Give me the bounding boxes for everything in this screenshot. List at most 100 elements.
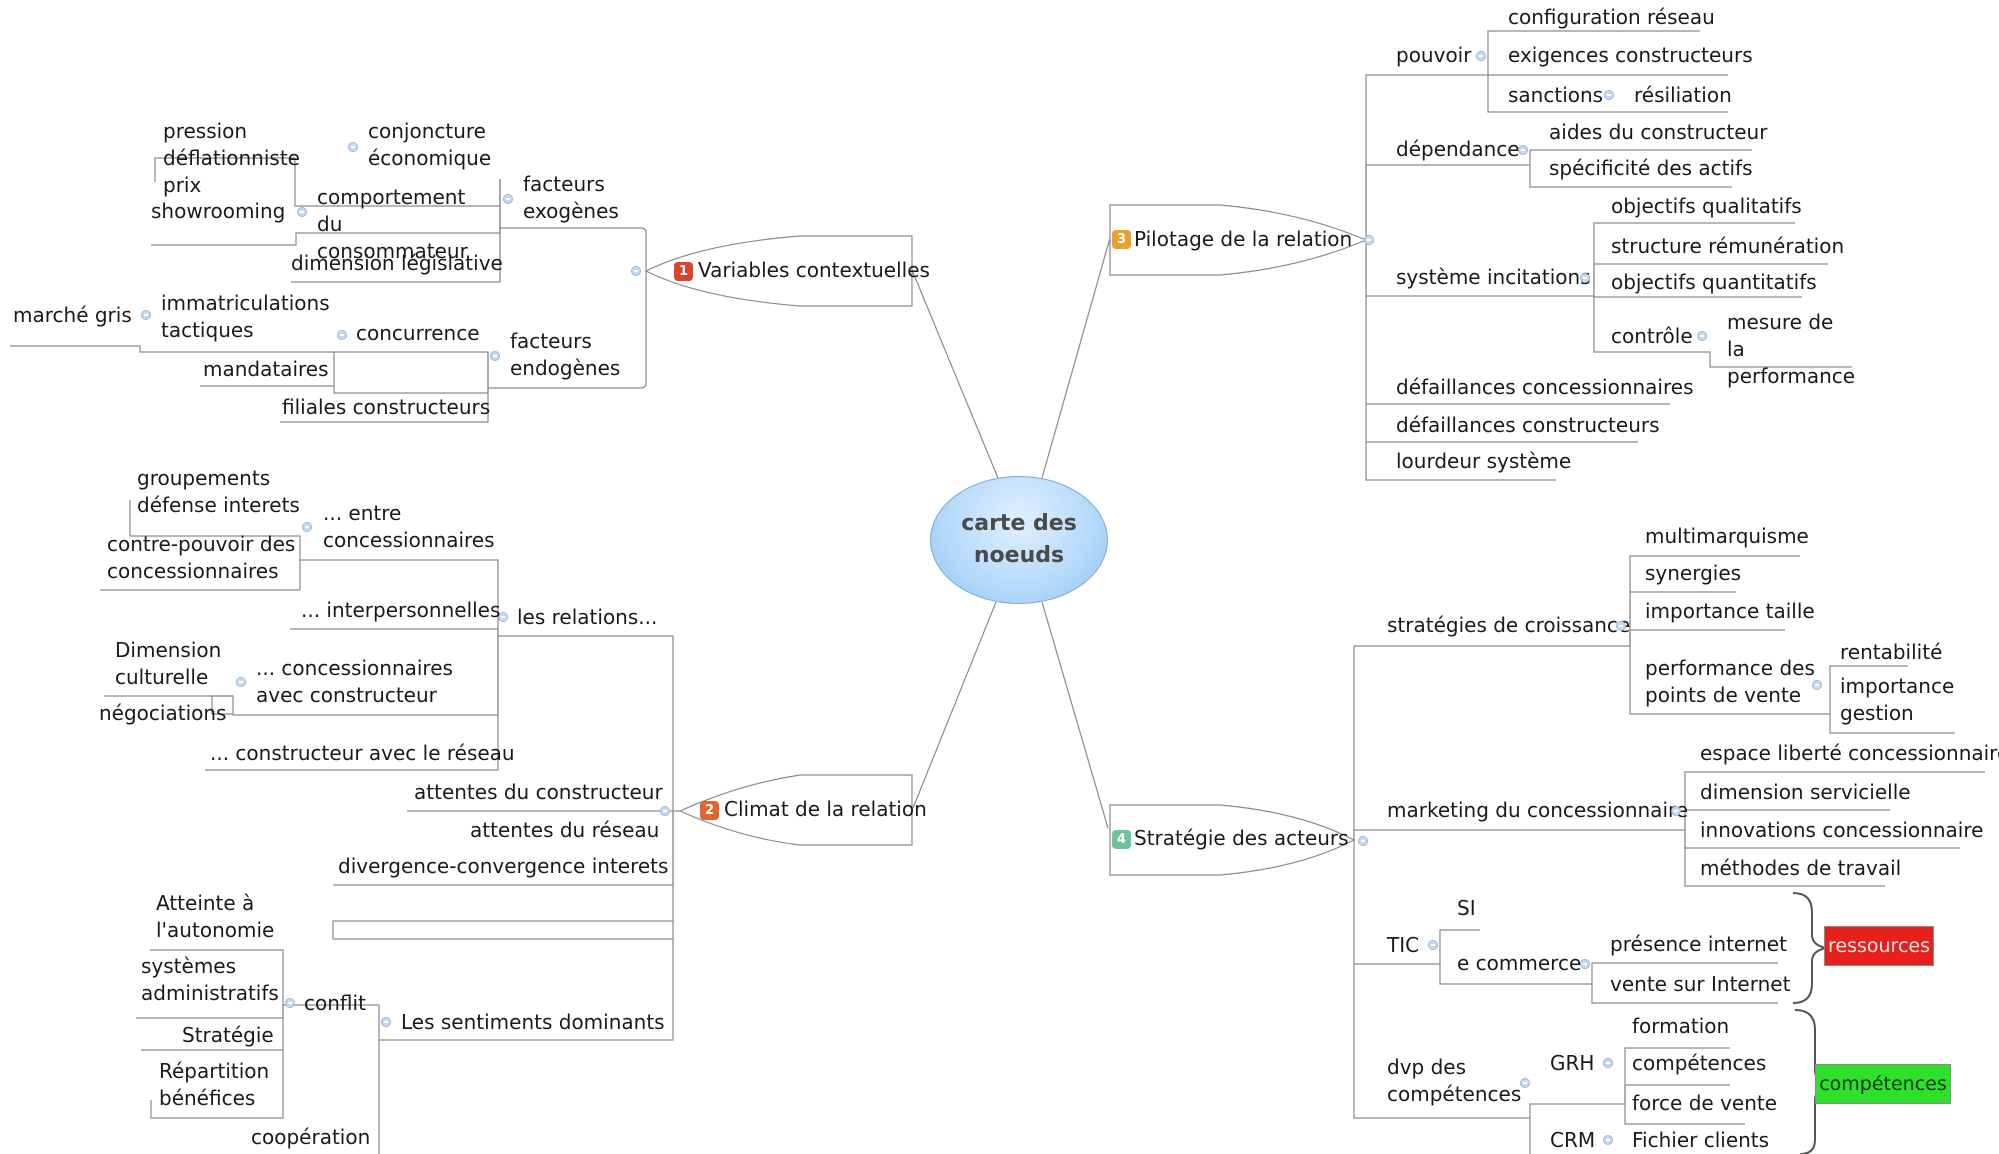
node-cooperation[interactable]: coopération [251, 1125, 371, 1149]
node-configuration-reseau[interactable]: configuration réseau [1508, 5, 1715, 29]
node-attentes-reseau[interactable]: attentes du réseau [470, 818, 660, 842]
node-controle[interactable]: contrôle [1611, 324, 1693, 348]
node-negociations[interactable]: négociations [99, 701, 227, 725]
node-comportement[interactable]: comportement du consommateur [317, 185, 468, 263]
node-si[interactable]: SI [1457, 896, 1476, 920]
node-lourdeur-systeme[interactable]: lourdeur système [1396, 449, 1572, 473]
node-defaillances-constructeurs[interactable]: défaillances constructeurs [1396, 413, 1660, 437]
collapse-toggle-icon[interactable] [1428, 940, 1438, 950]
node-aides-constructeur[interactable]: aides du constructeur [1549, 120, 1768, 144]
collapse-toggle-icon[interactable] [1671, 806, 1681, 816]
node-methodes-travail[interactable]: méthodes de travail [1700, 856, 1902, 880]
node-sentiments-dominants[interactable]: Les sentiments dominants [401, 1010, 665, 1034]
collapse-toggle-icon[interactable] [236, 677, 246, 687]
collapse-toggle-icon[interactable] [302, 522, 312, 532]
collapse-toggle-icon[interactable] [498, 612, 508, 622]
node-mesure-performance[interactable]: mesure de la performance [1727, 310, 1856, 388]
tag-competences[interactable]: compétences [1815, 1064, 1951, 1104]
node-tic[interactable]: TIC [1387, 933, 1420, 957]
node-immatriculations[interactable]: immatriculations tactiques [161, 291, 330, 342]
collapse-toggle-icon[interactable] [503, 194, 513, 204]
node-entre-concessionnaires[interactable]: ... entre concessionnaires [323, 501, 495, 552]
node-grh[interactable]: GRH [1550, 1051, 1595, 1075]
branch-climat-relation[interactable]: Climat de la relation [724, 797, 927, 821]
node-pression-prix[interactable]: pression déflationniste prix [163, 119, 300, 197]
node-marketing-concessionnaire[interactable]: marketing du concessionnaire [1387, 798, 1689, 822]
node-showrooming[interactable]: showrooming [151, 199, 286, 223]
collapse-toggle-icon[interactable] [1603, 1058, 1613, 1068]
node-defaillances-concessionnaires[interactable]: défaillances concessionnaires [1396, 375, 1694, 399]
collapse-toggle-icon[interactable] [1604, 90, 1614, 100]
collapse-toggle-icon[interactable] [348, 142, 358, 152]
node-presence-internet[interactable]: présence internet [1610, 932, 1787, 956]
node-atteinte-autonomie[interactable]: Atteinte à l'autonomie [156, 891, 275, 942]
node-innovations-concessionnaire[interactable]: innovations concessionnaire [1700, 818, 1984, 842]
node-facteurs-endogenes[interactable]: facteurs endogènes [510, 329, 621, 380]
node-vente-internet[interactable]: vente sur Internet [1610, 972, 1791, 996]
branch-variables-contextuelles[interactable]: Variables contextuelles [698, 258, 930, 282]
collapse-toggle-icon[interactable] [1616, 621, 1626, 631]
node-facteurs-exogenes[interactable]: facteurs exogènes [523, 172, 619, 223]
collapse-toggle-icon[interactable] [1580, 273, 1590, 283]
node-objectifs-quantitatifs[interactable]: objectifs quantitatifs [1611, 270, 1817, 294]
node-contre-pouvoir[interactable]: contre-pouvoir des concessionnaires [107, 532, 296, 583]
branch-pilotage-relation[interactable]: Pilotage de la relation [1134, 227, 1353, 251]
collapse-toggle-icon[interactable] [1358, 836, 1368, 846]
node-importance-taille[interactable]: importance taille [1645, 599, 1815, 623]
collapse-toggle-icon[interactable] [1697, 331, 1707, 341]
node-mandataires[interactable]: mandataires [203, 357, 329, 381]
node-resiliation[interactable]: résiliation [1634, 83, 1732, 107]
node-synergies[interactable]: synergies [1645, 561, 1742, 585]
node-dimension-legislative[interactable]: dimension législative [291, 251, 503, 275]
collapse-toggle-icon[interactable] [1364, 235, 1374, 245]
collapse-toggle-icon[interactable] [660, 806, 670, 816]
node-conc-avec-constructeur[interactable]: ... concessionnaires avec constructeur [256, 656, 453, 707]
collapse-toggle-icon[interactable] [1812, 680, 1822, 690]
branch-strategie-acteurs[interactable]: Stratégie des acteurs [1134, 826, 1349, 850]
node-conjoncture[interactable]: conjoncture économique [368, 119, 492, 170]
collapse-toggle-icon[interactable] [1520, 1078, 1530, 1088]
node-rentabilite[interactable]: rentabilité [1840, 640, 1943, 664]
node-concurrence[interactable]: concurrence [356, 321, 480, 345]
central-topic[interactable] [930, 476, 1108, 604]
collapse-toggle-icon[interactable] [141, 310, 151, 320]
tag-ressources[interactable]: ressources [1824, 926, 1934, 966]
node-filiales[interactable]: filiales constructeurs [282, 395, 491, 419]
collapse-toggle-icon[interactable] [297, 207, 307, 217]
node-repartition-benefices[interactable]: Répartition bénéfices [159, 1059, 270, 1110]
node-objectifs-qualitatifs[interactable]: objectifs qualitatifs [1611, 194, 1802, 218]
node-multimarquisme[interactable]: multimarquisme [1645, 524, 1809, 548]
node-dependance[interactable]: dépendance [1396, 137, 1520, 161]
node-specificite-actifs[interactable]: spécificité des actifs [1549, 156, 1753, 180]
node-systemes-administratifs[interactable]: systèmes administratifs [141, 954, 279, 1005]
node-marche-gris[interactable]: marché gris [13, 303, 132, 327]
node-interpersonnelles[interactable]: ... interpersonnelles [301, 598, 501, 622]
collapse-toggle-icon[interactable] [1603, 1135, 1613, 1145]
node-sanctions[interactable]: sanctions [1508, 83, 1604, 107]
node-espace-liberte[interactable]: espace liberté concessionnaire [1700, 741, 1999, 765]
node-e-commerce[interactable]: e commerce [1457, 951, 1582, 975]
node-formation[interactable]: formation [1632, 1014, 1730, 1038]
collapse-toggle-icon[interactable] [1476, 51, 1486, 61]
node-competences-item[interactable]: compétences [1632, 1051, 1767, 1075]
node-strategies-croissance[interactable]: stratégies de croissance [1387, 613, 1631, 637]
node-exigences-constructeurs[interactable]: exigences constructeurs [1508, 43, 1753, 67]
node-dvp-competences[interactable]: dvp des compétences [1387, 1055, 1522, 1106]
node-importance-gestion[interactable]: importance gestion [1840, 674, 1955, 725]
node-systeme-incitations[interactable]: système incitations [1396, 265, 1591, 289]
node-dimension-servicielle[interactable]: dimension servicielle [1700, 780, 1911, 804]
node-conflit[interactable]: conflit [304, 991, 366, 1015]
collapse-toggle-icon[interactable] [631, 266, 641, 276]
collapse-toggle-icon[interactable] [1580, 959, 1590, 969]
collapse-toggle-icon[interactable] [1518, 145, 1528, 155]
node-constructeur-reseau[interactable]: ... constructeur avec le réseau [210, 741, 515, 765]
node-crm[interactable]: CRM [1550, 1128, 1596, 1152]
node-les-relations[interactable]: les relations... [517, 605, 658, 629]
node-fichier-clients[interactable]: Fichier clients [1632, 1128, 1770, 1152]
collapse-toggle-icon[interactable] [381, 1017, 391, 1027]
collapse-toggle-icon[interactable] [285, 998, 295, 1008]
node-pouvoir[interactable]: pouvoir [1396, 43, 1472, 67]
collapse-toggle-icon[interactable] [490, 351, 500, 361]
node-performance-points-vente[interactable]: performance des points de vente [1645, 656, 1815, 707]
node-groupements[interactable]: groupements défense interets [137, 466, 300, 517]
